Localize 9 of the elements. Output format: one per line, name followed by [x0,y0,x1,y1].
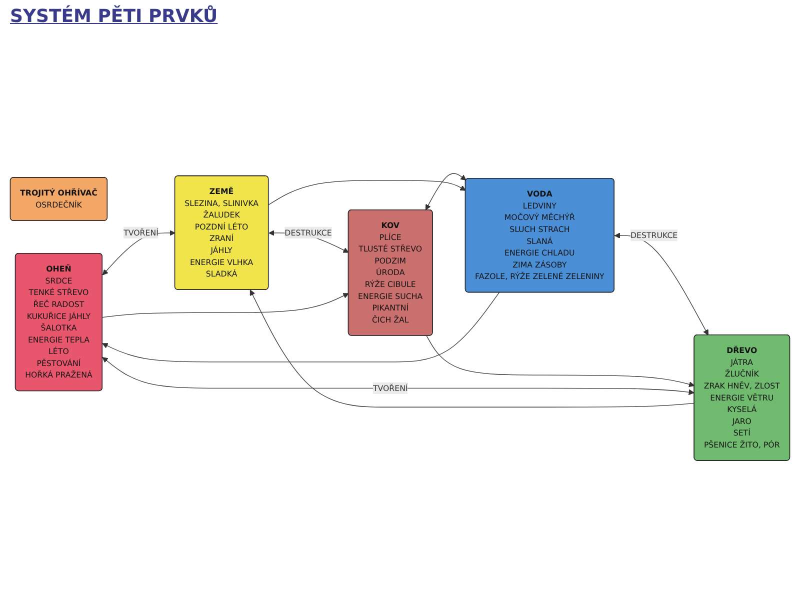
arrow [102,293,349,318]
arrow [102,357,694,396]
arrow [425,173,466,210]
arrow [268,180,466,206]
diagram-title: SYSTÉM PĚTI PRVKŮ [10,6,218,27]
arrow [250,290,695,408]
arrow [102,292,500,362]
arrow [614,232,708,336]
arrow [426,335,695,388]
